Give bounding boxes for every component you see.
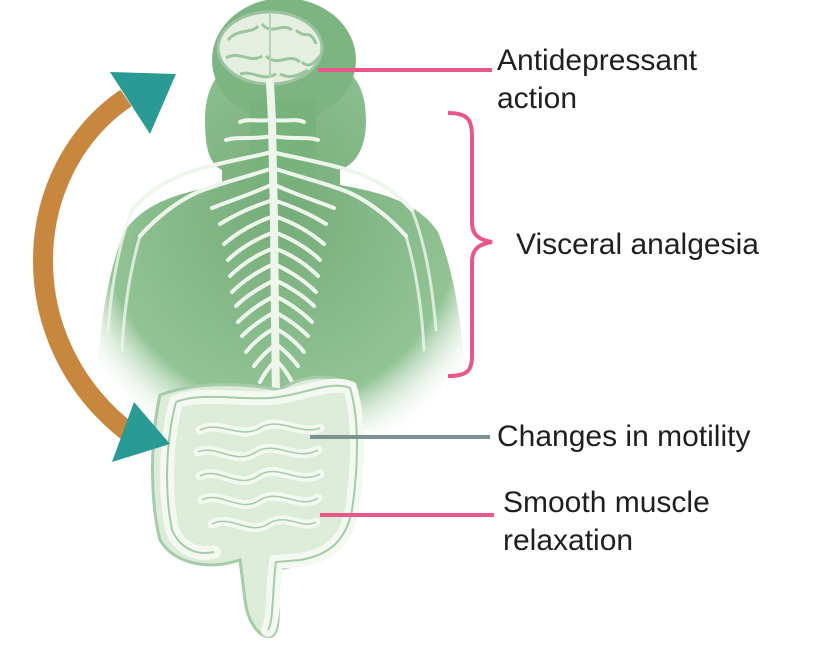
visceral-analgesia-label: Visceral analgesia xyxy=(516,226,759,264)
smooth-muscle-line1: Smooth muscle xyxy=(503,484,710,522)
intestines xyxy=(153,377,358,637)
brain xyxy=(218,12,322,84)
changes-in-motility-label: Changes in motility xyxy=(497,418,750,456)
antidepressant-line1: Antidepressant xyxy=(497,42,697,80)
smooth-muscle-line2: relaxation xyxy=(503,522,710,560)
motility-text: Changes in motility xyxy=(497,418,750,456)
smooth-muscle-relaxation-label: Smooth muscle relaxation xyxy=(503,484,710,560)
antidepressant-action-label: Antidepressant action xyxy=(497,42,697,118)
visceral-text: Visceral analgesia xyxy=(516,226,759,264)
antidepressant-line2: action xyxy=(497,80,697,118)
